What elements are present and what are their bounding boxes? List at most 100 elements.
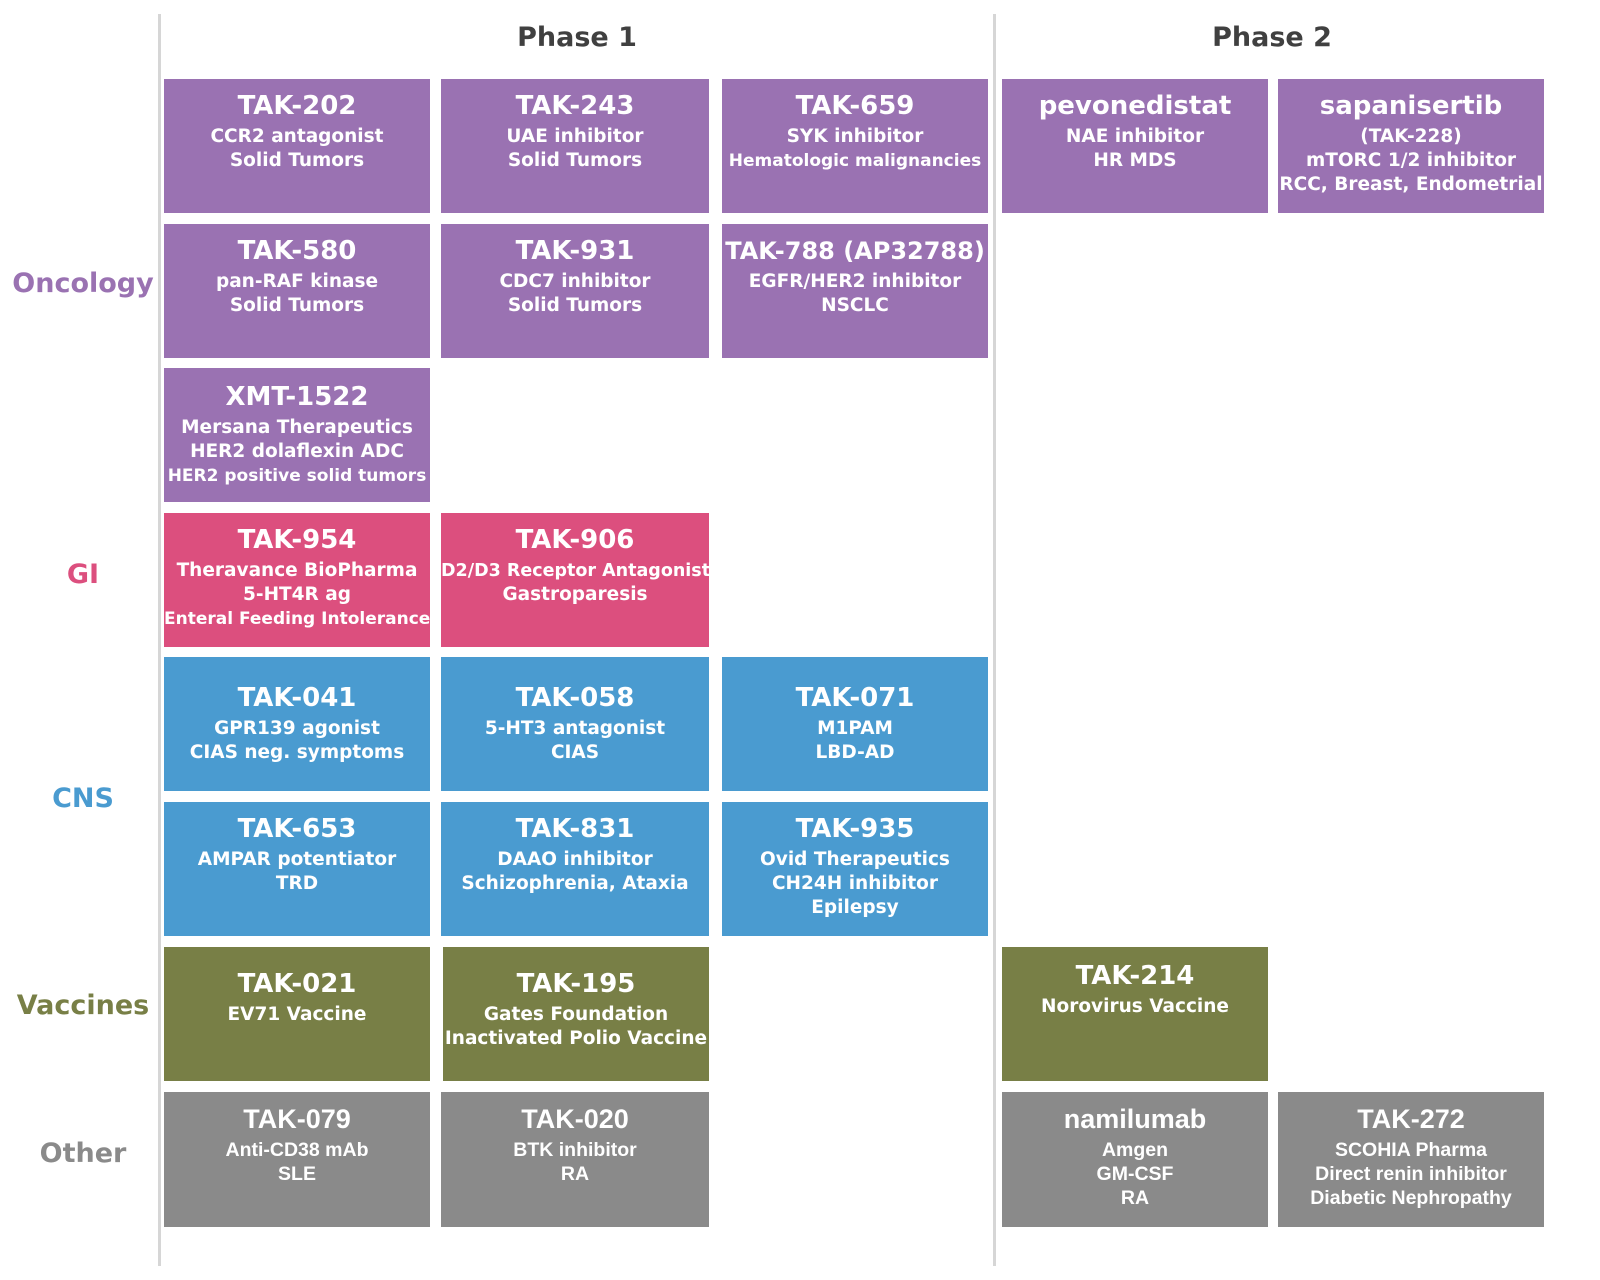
- card-detail: HER2 dolaflexin ADC: [190, 441, 404, 462]
- phase-1-header: Phase 1: [517, 22, 637, 53]
- card-tak-071: TAK-071 M1PAM LBD-AD: [722, 657, 988, 791]
- card-detail: Solid Tumors: [507, 150, 643, 171]
- card-tak-935: TAK-935 Ovid Therapeutics CH24H inhibito…: [722, 802, 988, 936]
- card-title: TAK-272: [1357, 1104, 1465, 1134]
- card-tak-041: TAK-041 GPR139 agonist CIAS neg. symptom…: [164, 657, 430, 791]
- card-title: TAK-580: [237, 236, 357, 266]
- card-title: TAK-041: [237, 683, 357, 713]
- card-detail: M1PAM: [817, 718, 893, 739]
- card-detail: LBD-AD: [815, 742, 895, 763]
- card-detail: UAE inhibitor: [506, 126, 644, 147]
- card-tak-195: TAK-195 Gates Foundation Inactivated Pol…: [443, 947, 709, 1081]
- card-tak-020: TAK-020 BTK inhibitor RA: [441, 1092, 709, 1227]
- card-tak-580: TAK-580 pan-RAF kinase Solid Tumors: [164, 224, 430, 358]
- card-detail: CH24H inhibitor: [771, 873, 938, 894]
- card-title: sapanisertib: [1319, 91, 1503, 121]
- card-detail: BTK inhibitor: [513, 1139, 637, 1161]
- card-sapanisertib: sapanisertib (TAK-228) mTORC 1/2 inhibit…: [1278, 79, 1544, 213]
- card-xmt-1522: XMT-1522 Mersana Therapeutics HER2 dolaf…: [164, 368, 430, 502]
- card-title: TAK-195: [516, 969, 636, 999]
- card-detail: Hematologic malignancies: [728, 151, 982, 171]
- card-detail: Solid Tumors: [229, 295, 365, 316]
- card-detail: SYK inhibitor: [786, 126, 924, 147]
- category-other: Other: [39, 1138, 127, 1169]
- card-tak-954: TAK-954 Theravance BioPharma 5-HT4R ag E…: [164, 513, 430, 647]
- card-detail: Schizophrenia, Ataxia: [461, 873, 689, 894]
- card-detail: Solid Tumors: [229, 150, 365, 171]
- card-detail: HR MDS: [1093, 150, 1177, 171]
- card-detail: HER2 positive solid tumors: [167, 466, 427, 486]
- card-detail: 5-HT4R ag: [243, 584, 351, 605]
- card-title: TAK-079: [243, 1104, 351, 1134]
- card-title: TAK-788 (AP32788): [725, 237, 985, 265]
- card-detail: D2/D3 Receptor Antagonist: [441, 561, 709, 581]
- category-oncology: Oncology: [12, 268, 154, 299]
- card-tak-931: TAK-931 CDC7 inhibitor Solid Tumors: [441, 224, 709, 358]
- card-detail: CIAS neg. symptoms: [189, 742, 405, 763]
- card-detail: SCOHIA Pharma: [1334, 1139, 1488, 1161]
- phase-2-header: Phase 2: [1212, 22, 1332, 53]
- card-tak-021: TAK-021 EV71 Vaccine: [164, 947, 430, 1081]
- card-detail: Diabetic Nephropathy: [1310, 1187, 1512, 1209]
- card-title: TAK-243: [515, 91, 635, 121]
- card-title: namilumab: [1063, 1104, 1207, 1134]
- card-detail: Solid Tumors: [507, 295, 643, 316]
- card-detail: NSCLC: [821, 295, 889, 316]
- card-detail: CDC7 inhibitor: [499, 271, 651, 292]
- card-detail: Theravance BioPharma: [176, 560, 418, 581]
- category-vaccines: Vaccines: [16, 990, 150, 1021]
- card-tak-272: TAK-272 SCOHIA Pharma Direct renin inhib…: [1278, 1092, 1544, 1227]
- card-tak-831: TAK-831 DAAO inhibitor Schizophrenia, At…: [441, 802, 709, 936]
- card-namilumab: namilumab Amgen GM-CSF RA: [1002, 1092, 1268, 1227]
- card-title: TAK-020: [521, 1104, 629, 1134]
- card-detail: Epilepsy: [811, 897, 899, 918]
- card-title: pevonedistat: [1038, 91, 1232, 121]
- card-tak-079: TAK-079 Anti-CD38 mAb SLE: [164, 1092, 430, 1227]
- card-detail: mTORC 1/2 inhibitor: [1305, 150, 1517, 171]
- category-gi: GI: [66, 559, 100, 590]
- card-detail: CCR2 antagonist: [210, 126, 384, 147]
- card-detail: Inactivated Polio Vaccine: [444, 1028, 708, 1049]
- card-detail: GM-CSF: [1096, 1163, 1174, 1185]
- card-detail: Direct renin inhibitor: [1315, 1163, 1507, 1185]
- card-detail: AMPAR potentiator: [197, 849, 397, 870]
- card-detail: Anti-CD38 mAb: [225, 1139, 369, 1161]
- card-title: TAK-931: [515, 236, 635, 266]
- left-divider: [158, 14, 161, 1266]
- card-tak-214: TAK-214 Norovirus Vaccine: [1002, 947, 1268, 1081]
- card-detail: RCC, Breast, Endometrial: [1279, 174, 1543, 195]
- card-title: TAK-954: [237, 525, 357, 555]
- card-detail: Enteral Feeding Intolerance: [164, 609, 430, 629]
- card-pevonedistat: pevonedistat NAE inhibitor HR MDS: [1002, 79, 1268, 213]
- card-tak-058: TAK-058 5-HT3 antagonist CIAS: [441, 657, 709, 791]
- card-title: XMT-1522: [225, 382, 369, 412]
- card-tak-202: TAK-202 CCR2 antagonist Solid Tumors: [164, 79, 430, 213]
- card-title: TAK-021: [237, 969, 357, 999]
- card-title: TAK-935: [795, 814, 915, 844]
- card-tak-659: TAK-659 SYK inhibitor Hematologic malign…: [722, 79, 988, 213]
- card-title: TAK-653: [237, 814, 357, 844]
- card-detail: 5-HT3 antagonist: [484, 718, 666, 739]
- card-title: TAK-831: [515, 814, 635, 844]
- category-cns: CNS: [52, 783, 114, 814]
- card-detail: GPR139 agonist: [214, 718, 380, 739]
- card-title: TAK-071: [795, 683, 915, 713]
- card-detail: CIAS: [550, 742, 600, 763]
- card-detail: NAE inhibitor: [1065, 126, 1205, 147]
- card-title: TAK-906: [515, 525, 635, 555]
- card-detail: EGFR/HER2 inhibitor: [748, 271, 962, 292]
- card-detail: Gates Foundation: [483, 1004, 669, 1025]
- card-detail: Norovirus Vaccine: [1041, 996, 1229, 1017]
- card-detail: Gastroparesis: [502, 584, 648, 605]
- card-detail: TRD: [275, 873, 319, 894]
- phase-divider: [993, 14, 996, 1266]
- card-detail: SLE: [278, 1163, 316, 1185]
- card-title: TAK-202: [237, 91, 357, 121]
- card-detail: Ovid Therapeutics: [760, 849, 950, 870]
- card-tak-243: TAK-243 UAE inhibitor Solid Tumors: [441, 79, 709, 213]
- card-tak-906: TAK-906 D2/D3 Receptor Antagonist Gastro…: [441, 513, 709, 647]
- card-title: TAK-058: [515, 683, 635, 713]
- card-detail: RA: [560, 1163, 590, 1185]
- card-detail: (TAK-228): [1360, 126, 1462, 147]
- card-title: TAK-214: [1075, 961, 1195, 991]
